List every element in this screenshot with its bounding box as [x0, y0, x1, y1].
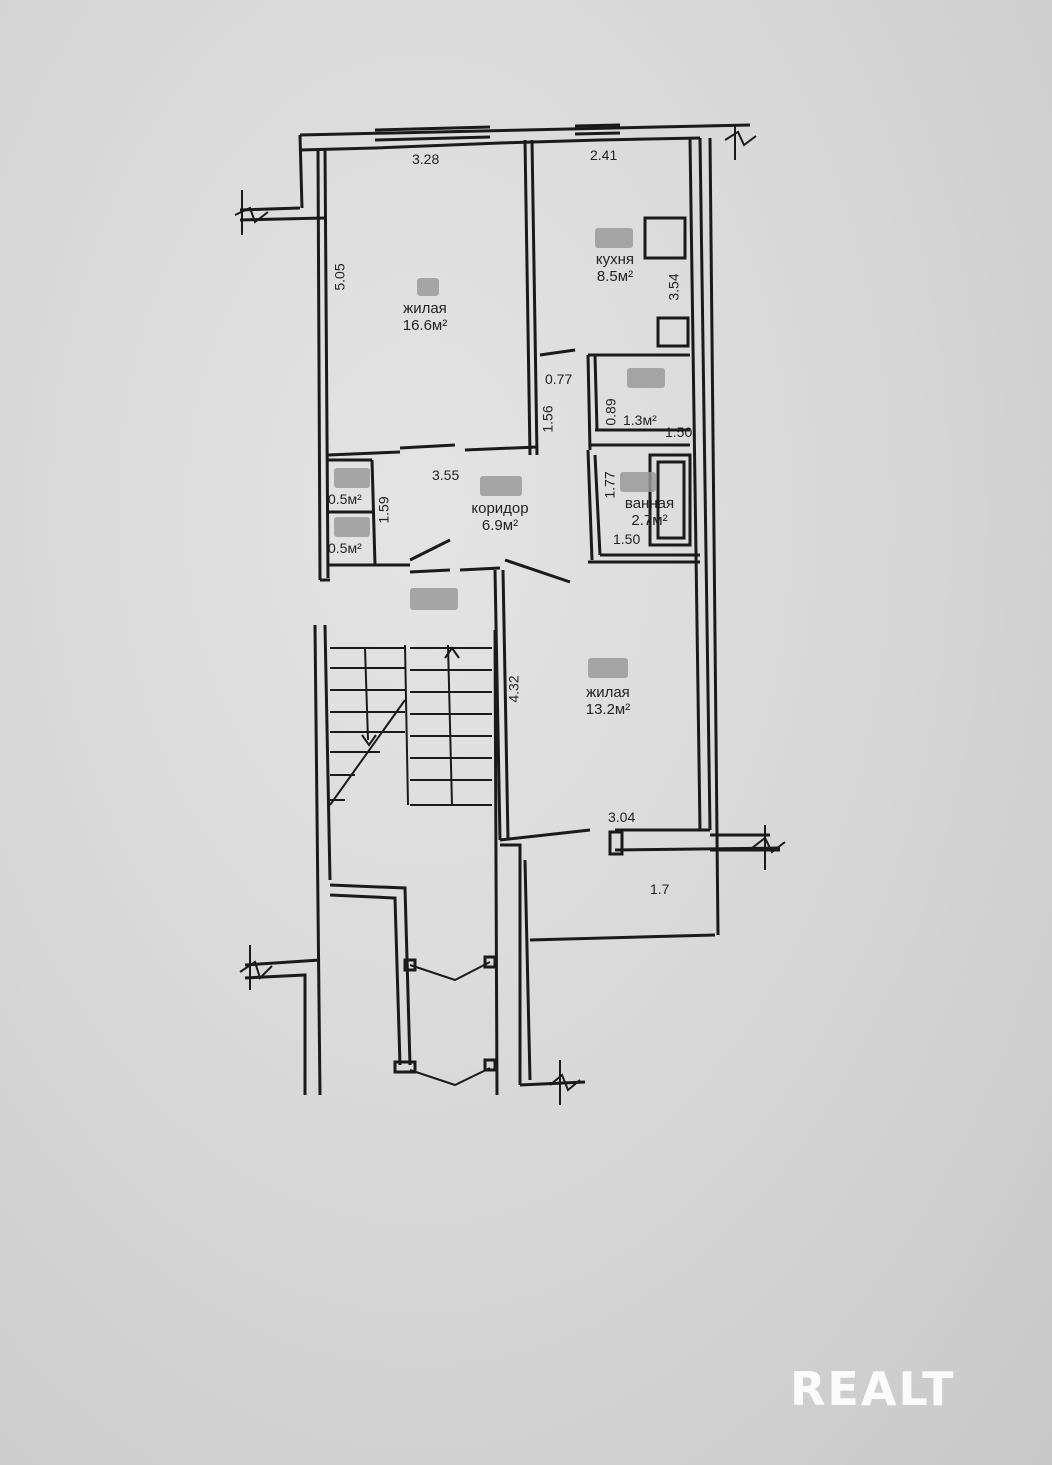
door-post-1	[403, 958, 417, 972]
room-corridor-label: коридор 6.9м²	[455, 500, 545, 534]
dim-1-7: 1.7	[650, 881, 670, 897]
room-kitchen-label: кухня 8.5м²	[580, 251, 650, 285]
room-living1-name: жилая	[403, 300, 447, 317]
door-post-4	[483, 1058, 497, 1072]
redaction-1	[417, 278, 439, 296]
room-living2-area: 13.2м²	[585, 701, 631, 718]
room-corridor-area: 6.9м²	[481, 517, 519, 534]
dim-1-56: 1.56	[539, 405, 556, 433]
wall-left-lower-stub	[244, 958, 321, 1095]
redaction-9	[588, 658, 628, 678]
room-living2-label: жилая 13.2м²	[568, 684, 648, 718]
dim-5-05: 5.05	[331, 263, 348, 291]
redaction-4	[620, 472, 656, 492]
room-living1-label: жилая 16.6м²	[385, 300, 465, 334]
window-top-1	[374, 125, 491, 142]
redaction-7	[334, 517, 370, 537]
room-bath-area: 2.7м²	[631, 512, 668, 529]
dim-2-41: 2.41	[590, 147, 618, 163]
realt-watermark: REALT	[790, 1362, 956, 1416]
room-kitchen-name: кухня	[595, 251, 635, 268]
dim-4-32: 4.32	[505, 675, 522, 703]
kitchen-sink	[656, 316, 690, 348]
wall-left-upper	[298, 134, 330, 581]
window-top-2	[574, 123, 621, 136]
wall-corridor-bottom	[320, 566, 501, 582]
break-marks	[234, 125, 786, 1105]
balcony-post	[608, 830, 624, 856]
dim-3-54: 3.54	[665, 273, 682, 301]
door-living2	[504, 558, 571, 584]
wall-closets	[328, 458, 410, 567]
wall-kitchen-bottom	[539, 348, 690, 357]
wall-living2-left	[493, 569, 510, 841]
room-wc-area: 1.3м²	[623, 412, 657, 428]
wall-living1-kitchen	[523, 139, 539, 456]
room-closet2-area: 0.5м²	[328, 540, 362, 556]
room-bath-label: ванная 2.7м²	[612, 495, 687, 529]
dim-0-77: 0.77	[545, 371, 573, 387]
room-living2-name: жилая	[586, 684, 630, 701]
dim-0-89: 0.89	[602, 398, 619, 426]
wall-living1-bottom	[327, 445, 538, 457]
room-bath-name: ванная	[624, 495, 675, 512]
redaction-5	[480, 476, 522, 496]
dim-3-55: 3.55	[432, 467, 460, 483]
room-closet1-area: 0.5м²	[328, 491, 362, 507]
redaction-8	[410, 588, 458, 610]
door-corridor	[409, 538, 451, 562]
dim-1-77: 1.77	[601, 471, 618, 499]
stairwell-walls	[313, 624, 499, 1096]
door-living1	[399, 443, 456, 450]
wall-right	[688, 137, 720, 936]
dim-1-59: 1.59	[375, 496, 392, 524]
dim-3-28: 3.28	[412, 151, 440, 167]
wall-balcony	[499, 828, 781, 1085]
room-kitchen-area: 8.5м²	[596, 268, 634, 285]
stairs	[329, 644, 492, 806]
door-post-2	[483, 955, 497, 969]
wall-right-stub	[710, 833, 780, 852]
wall-wc	[586, 354, 690, 451]
room-living1-area: 16.6м²	[402, 317, 448, 334]
redaction-3	[627, 368, 665, 388]
stairwell-landing	[329, 883, 412, 1066]
bathtub	[648, 453, 692, 547]
dim-1-50-wc: 1.50	[665, 424, 693, 440]
room-corridor-name: коридор	[471, 500, 529, 517]
dim-3-04: 3.04	[608, 809, 636, 825]
door-post-3	[393, 1060, 417, 1074]
wall-top	[299, 123, 751, 152]
redaction-2	[595, 228, 633, 248]
stove	[643, 216, 687, 260]
dim-1-50-bath: 1.50	[613, 531, 641, 547]
wall-bath	[586, 443, 700, 564]
stairwell-doors	[409, 961, 491, 1087]
redaction-6	[334, 468, 370, 488]
